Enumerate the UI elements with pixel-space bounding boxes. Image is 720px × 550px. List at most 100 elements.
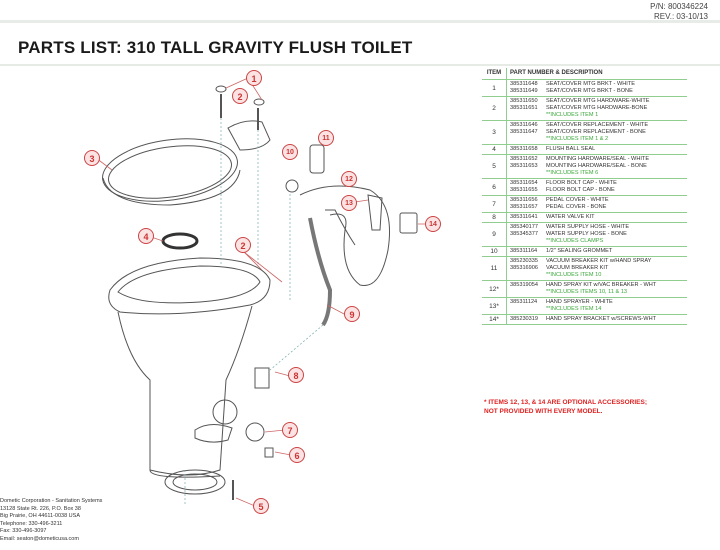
- callout-item-3: 3: [84, 150, 100, 166]
- includes-note: **INCLUDES ITEM 14: [546, 306, 602, 312]
- part-number: 385311652: [510, 156, 538, 162]
- item-number: 8: [482, 212, 507, 223]
- includes-note: **INCLUDES CLAMPS: [546, 238, 604, 244]
- part-number: 385311164: [510, 248, 538, 254]
- item-number: 5: [482, 154, 507, 179]
- document-id: P/N: 800346224 REV.: 03-10/13: [650, 2, 708, 22]
- item-number: 4: [482, 144, 507, 155]
- part-line: 385311647 SEAT/COVER REPLACEMENT - BONE: [510, 129, 684, 136]
- part-desc: MOUNTING HARDWARE/SEAL - BONE: [546, 163, 647, 169]
- item-number: 13*: [482, 297, 507, 315]
- part-desc: FLOOR BOLT CAP - BONE: [546, 187, 615, 193]
- part-number: 385311649: [510, 88, 538, 94]
- exploded-diagram: [95, 77, 426, 506]
- part-desc: WATER VALVE KIT: [546, 214, 595, 220]
- item-number: 1: [482, 79, 507, 97]
- part-number: 385311650: [510, 98, 538, 104]
- callout-item-5: 5: [253, 498, 269, 514]
- part-number: 385311655: [510, 187, 538, 193]
- part-desc: 1/2" SEALING GROMMET: [546, 248, 613, 254]
- warning-line-2: NOT PROVIDED WITH EVERY MODEL.: [484, 408, 603, 415]
- item-number: 7: [482, 195, 507, 213]
- part-desc: PEDAL COVER - BONE: [546, 204, 607, 210]
- callout-item-6: 6: [289, 447, 305, 463]
- toilet-bowl-illustration: [108, 257, 271, 478]
- part-line: 385345377 WATER SUPPLY HOSE - BONE: [510, 231, 684, 238]
- callout-item-1: 1: [246, 70, 262, 86]
- callout-item-7: 7: [282, 422, 298, 438]
- part-desc: SEAT/COVER MTG HARDWARE-WHITE: [546, 98, 650, 104]
- part-number: 385311648: [510, 81, 538, 87]
- includes-note: **INCLUDES ITEM 1: [546, 112, 599, 118]
- callout-item-8: 8: [288, 367, 304, 383]
- footer-line: Dometic Corporation - Sanitation Systems: [0, 498, 103, 504]
- part-desc: SEAT/COVER MTG BRKT - BONE: [546, 88, 633, 94]
- part-number: 385345377: [510, 231, 538, 237]
- item-number: 6: [482, 178, 507, 196]
- footer-line: Telephone: 330-496-3211: [0, 520, 63, 527]
- part-desc: WATER SUPPLY HOSE - BONE: [546, 231, 627, 237]
- callout-item-11: 11: [318, 130, 334, 146]
- footer-line: Fax: 330-496-3097: [0, 528, 47, 534]
- part-desc: SEAT/COVER MTG BRKT - WHITE: [546, 81, 635, 87]
- part-desc: WATER SUPPLY HOSE - WHITE: [546, 224, 630, 230]
- part-number: 385230335: [510, 258, 538, 264]
- part-line: 385311649 SEAT/COVER MTG BRKT - BONE: [510, 88, 684, 95]
- warning-line-1: * ITEMS 12, 13, & 14 ARE OPTIONAL ACCESS…: [484, 399, 648, 406]
- table-header-row: ITEM PART NUMBER & DESCRIPTION: [482, 68, 687, 80]
- callout-item-2: 2: [232, 88, 248, 104]
- callout-item-4: 4: [138, 228, 154, 244]
- part-desc: SEAT/COVER REPLACEMENT - BONE: [546, 129, 646, 135]
- part-number: 385340177: [510, 224, 538, 230]
- callout-item-14: 14: [425, 216, 441, 232]
- part-description-cell: 385311164 1/2" SEALING GROMMET: [506, 246, 687, 257]
- includes-note: **INCLUDES ITEM 1 & 2: [546, 136, 609, 142]
- page-title: PARTS LIST: 310 TALL GRAVITY FLUSH TOILE…: [18, 38, 413, 57]
- item-number: 11: [482, 256, 507, 281]
- top-divider: [0, 20, 720, 23]
- part-line: 385340177 WATER SUPPLY HOSE - WHITE: [510, 224, 684, 231]
- item-number: 3: [482, 120, 507, 145]
- part-number: P/N: 800346224: [650, 2, 708, 11]
- part-number: 385316906: [510, 265, 538, 271]
- part-number: 385311124: [510, 299, 538, 305]
- part-desc: PEDAL COVER - WHITE: [546, 197, 609, 203]
- item-number: 2: [482, 96, 507, 121]
- part-desc: FLOOR BOLT CAP - WHITE: [546, 180, 617, 186]
- item-number: 10: [482, 246, 507, 257]
- includes-note: **INCLUDES ITEMS 10, 11 & 13: [546, 289, 628, 295]
- column-header-item: ITEM: [482, 68, 507, 80]
- part-number: 385319054: [510, 282, 538, 288]
- part-desc: MOUNTING HARDWARE/SEAL - WHITE: [546, 156, 650, 162]
- part-number: 385311647: [510, 129, 538, 135]
- part-number: 385311656: [510, 197, 538, 203]
- callout-item-2b: 2: [235, 237, 251, 253]
- footer-email: Email: seaton@dometicusa.com: [0, 535, 79, 542]
